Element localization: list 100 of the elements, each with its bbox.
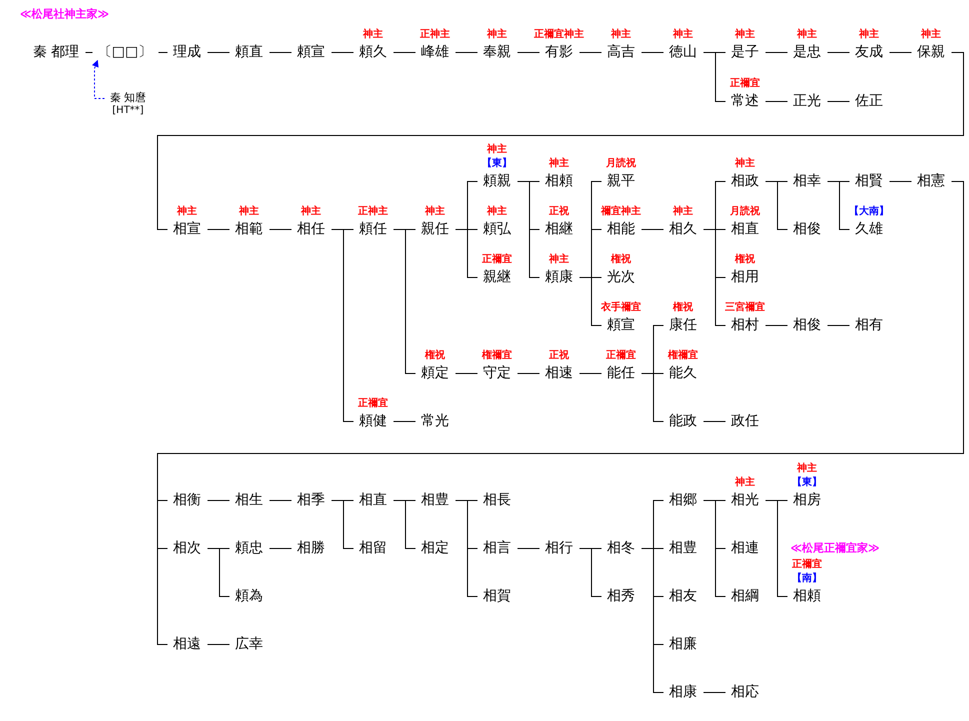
person-name: 相綱 — [725, 588, 765, 604]
person-name: 頼任 — [353, 221, 393, 237]
rank-label: 神主 — [611, 29, 631, 41]
connector-line — [393, 229, 416, 374]
person-name: 相冬 — [601, 540, 641, 556]
rank-label: 神主 — [673, 206, 693, 218]
rank-label: 神主 — [425, 206, 445, 218]
connector-line — [207, 644, 230, 645]
person-name: 相宣 — [167, 221, 207, 237]
person-name: 徳山 — [663, 44, 703, 60]
person-name: 頼弘 — [477, 221, 517, 237]
connector-line — [517, 373, 540, 374]
connector-line — [765, 52, 788, 53]
connector-line — [889, 52, 912, 53]
person-name: 相頼 — [539, 173, 579, 189]
rank-label: 神主 — [859, 29, 879, 41]
person-name: 相言 — [477, 540, 517, 556]
rank-label: 正祝 — [549, 350, 569, 362]
rank-label: 正祝 — [549, 206, 569, 218]
connector-line — [331, 52, 354, 53]
rank-label: 権祝 — [735, 254, 755, 266]
rank-label: 神主 — [673, 29, 693, 41]
person-name: 〔□□〕 — [92, 44, 158, 60]
person-name: 政任 — [725, 413, 765, 429]
person-name: 峰雄 — [415, 44, 455, 60]
connector-line — [579, 52, 602, 53]
person-name: 高吉 — [601, 44, 641, 60]
rank-label: 正禰宜 — [606, 350, 636, 362]
person-name: 光次 — [601, 269, 641, 285]
person-name: 友成 — [849, 44, 889, 60]
connector-line — [703, 500, 726, 597]
branch-label: 【大南】 — [849, 206, 889, 218]
person-name: 相賢 — [849, 173, 889, 189]
person-name: 理成 — [167, 44, 207, 60]
person-name: 相能 — [601, 221, 641, 237]
connector-line — [85, 52, 93, 53]
person-name: 康任 — [663, 317, 703, 333]
connector-line — [765, 325, 788, 326]
connector-line — [393, 500, 416, 549]
person-name: 頼久 — [353, 44, 393, 60]
connector-line — [207, 229, 230, 230]
person-name: 奉親 — [477, 44, 517, 60]
person-name: 相定 — [415, 540, 455, 556]
connector-line — [579, 548, 602, 597]
person-name: 相廉 — [663, 636, 703, 652]
person-name: 秦 都理 — [26, 44, 86, 60]
connector-line — [765, 181, 788, 230]
person-name: 正光 — [787, 93, 827, 109]
connector-line — [641, 52, 664, 53]
connector-line — [765, 500, 788, 597]
person-name: 相応 — [725, 684, 765, 700]
person-name: 相行 — [539, 540, 579, 556]
person-name: 相生 — [229, 492, 269, 508]
connector-line — [157, 181, 964, 645]
rank-label: 正禰宜 — [730, 78, 760, 90]
person-name: 頼親 — [477, 173, 517, 189]
connector-line — [889, 181, 912, 182]
person-name: 相継 — [539, 221, 579, 237]
connector-line — [331, 500, 354, 549]
connector-line — [455, 229, 478, 278]
connector-line — [207, 548, 230, 597]
family-heading: ≪松尾社神主家≫ — [20, 8, 110, 20]
person-name: 頼忠 — [229, 540, 269, 556]
connector-line — [269, 548, 292, 549]
person-name: 相房 — [787, 492, 827, 508]
rank-label: 権祝 — [425, 350, 445, 362]
person-name: 相勝 — [291, 540, 331, 556]
person-name: 相康 — [663, 684, 703, 700]
person-name: 相留 — [353, 540, 393, 556]
person-name: 相久 — [663, 221, 703, 237]
person-name: 親継 — [477, 269, 517, 285]
id-code: [HT**] — [111, 104, 145, 117]
person-name: 相豊 — [415, 492, 455, 508]
person-name: 相幸 — [787, 173, 827, 189]
person-name: 頼為 — [229, 588, 269, 604]
rank-label: 三宮禰宜 — [725, 302, 765, 314]
person-name: 相範 — [229, 221, 269, 237]
person-name: 能任 — [601, 365, 641, 381]
person-name: 相頼 — [787, 588, 827, 604]
person-name: 常述 — [725, 93, 765, 109]
person-name: 頼直 — [229, 44, 269, 60]
person-name: 有影 — [539, 44, 579, 60]
person-name: 保親 — [911, 44, 951, 60]
connector-line — [393, 421, 416, 422]
rank-label: 神主 — [797, 463, 817, 475]
rank-label: 権祝 — [611, 254, 631, 266]
connector-line — [579, 277, 602, 326]
connector-line — [827, 52, 850, 53]
rank-label: 正禰宜神主 — [534, 29, 584, 41]
rank-label: 権禰宜 — [668, 350, 698, 362]
connector-line — [455, 373, 478, 374]
person-name: 相直 — [725, 221, 765, 237]
person-name: 相長 — [477, 492, 517, 508]
rank-label: 禰宜神主 — [601, 206, 641, 218]
rank-label: 神主 — [239, 206, 259, 218]
person-name: 相光 — [725, 492, 765, 508]
rank-label: 月読祝 — [730, 206, 760, 218]
connector-line — [269, 229, 292, 230]
branch-label: 【東】 — [482, 158, 512, 170]
rank-label: 神主 — [735, 158, 755, 170]
